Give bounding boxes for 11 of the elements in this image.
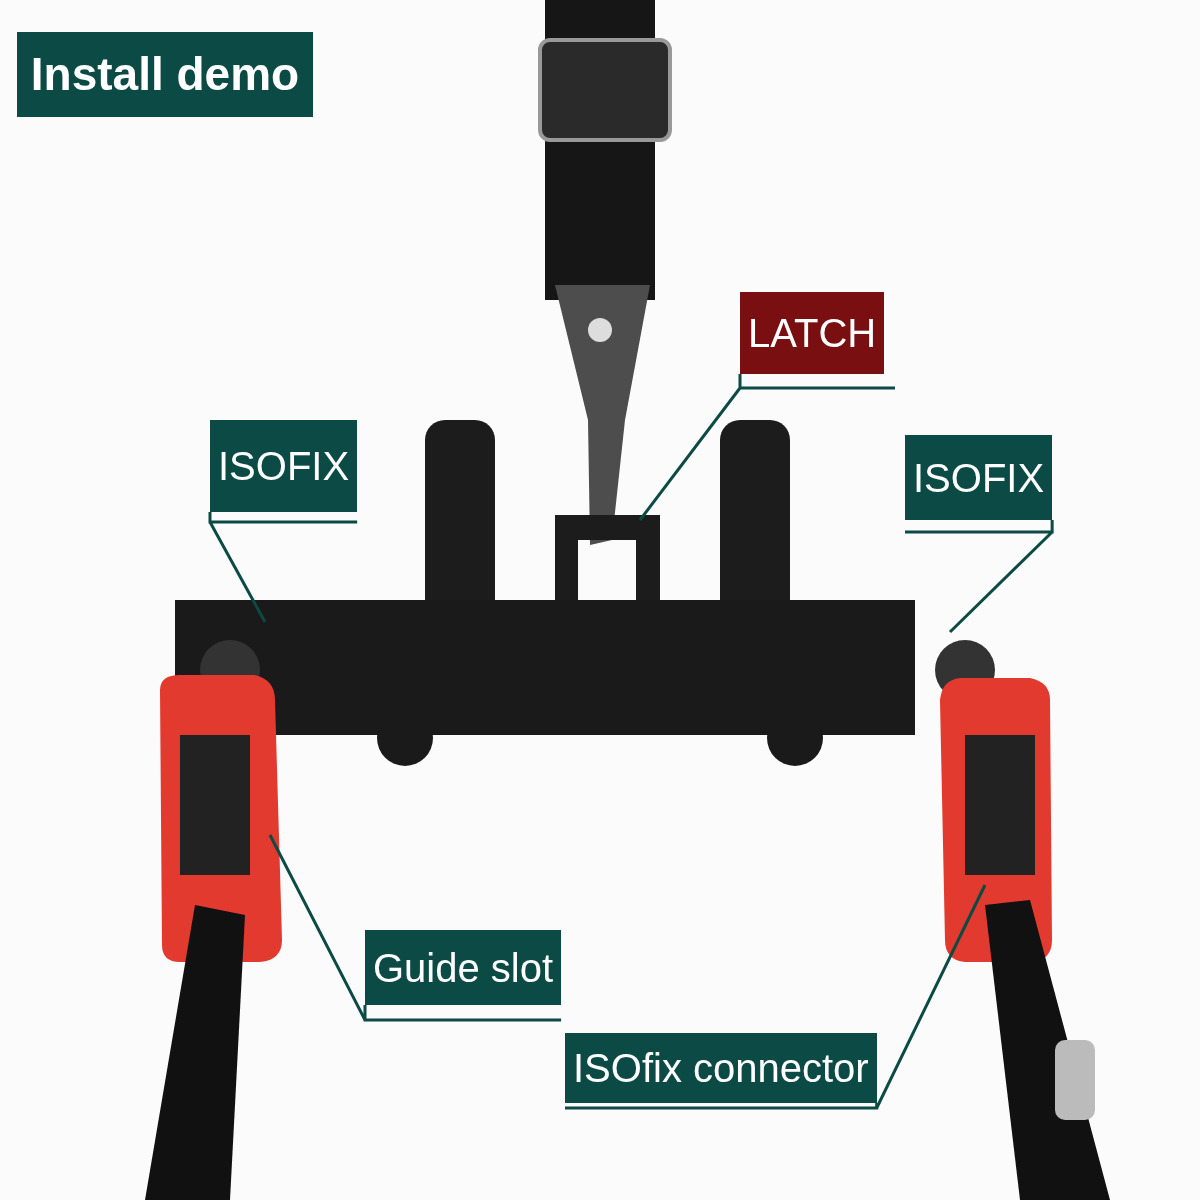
callout-label: ISOfix connector bbox=[565, 1033, 877, 1103]
leader-line bbox=[268, 833, 563, 1022]
leader-line bbox=[903, 518, 1054, 634]
callout-label: LATCH bbox=[740, 292, 885, 374]
leader-line bbox=[638, 372, 897, 522]
title-banner: Install demo bbox=[17, 32, 313, 117]
leader-line bbox=[563, 883, 987, 1110]
callout-label: ISOFIX bbox=[210, 420, 358, 512]
callout-label: ISOFIX bbox=[905, 435, 1053, 520]
callout-label: Guide slot bbox=[365, 930, 562, 1005]
leader-line bbox=[208, 510, 359, 624]
